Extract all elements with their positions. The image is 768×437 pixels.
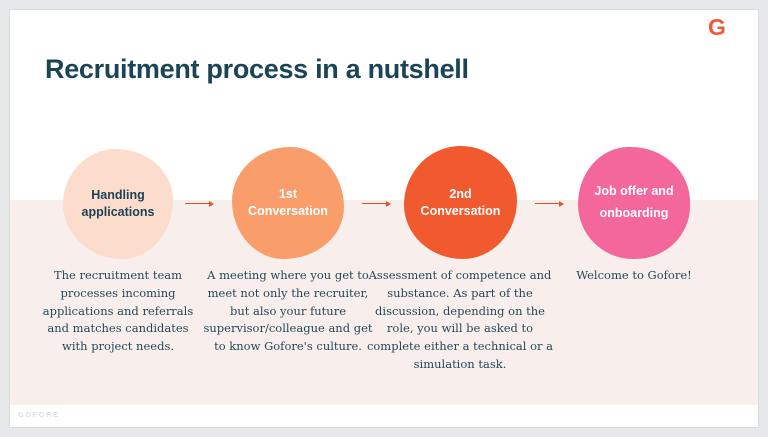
step-label: Job offer and onboarding: [594, 184, 674, 220]
arrow-right-icon: [185, 200, 214, 207]
footer-brand: GOFORE: [18, 410, 60, 419]
step-circle-first-conversation: 1st Conversation: [232, 147, 344, 259]
arrow-head: [386, 200, 391, 207]
presentation-slide: G Recruitment process in a nutshell Hand…: [10, 10, 758, 427]
arrow-head: [559, 200, 564, 207]
arrow-line: [185, 203, 209, 204]
step-label: 1st Conversation: [248, 187, 328, 218]
arrow-head: [209, 200, 214, 207]
arrow-line: [535, 203, 559, 204]
page-title: Recruitment process in a nutshell: [45, 54, 469, 84]
step-description: Assessment of competence and substance. …: [366, 268, 554, 372]
step-circle-handling-applications: Handling applications: [63, 149, 173, 259]
step-label: 2nd Conversation: [420, 186, 501, 218]
step-circle-second-conversation: 2nd Conversation: [404, 146, 517, 259]
arrow-right-icon: [535, 200, 564, 207]
arrow-right-icon: [362, 200, 391, 207]
step-description: A meeting where you get to meet not only…: [203, 268, 373, 354]
arrow-line: [362, 203, 386, 204]
step-label: Handling applications: [81, 188, 155, 219]
step-description: The recruitment team processes incoming …: [42, 268, 194, 354]
gofore-logo-icon: G: [708, 14, 726, 40]
step-circle-job-offer-onboarding: Job offer and onboarding: [578, 147, 690, 259]
step-description: Welcome to Gofore!: [576, 268, 692, 282]
